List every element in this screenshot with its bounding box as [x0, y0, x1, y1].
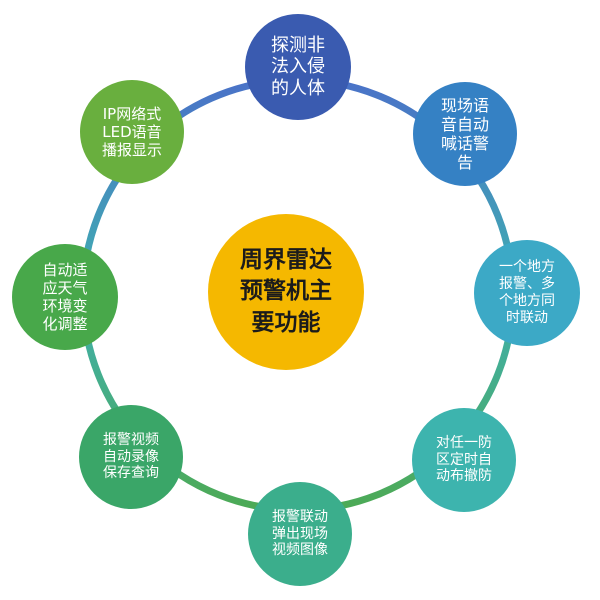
node-video-record-query: 报警视频 自动录像 保存查询 [79, 405, 183, 509]
node-voice-warning: 现场语 音自动 喊话警 告 [413, 82, 517, 186]
center-circle: 周界雷达 预警机主 要功能 [208, 214, 364, 370]
node-led-voice-display: IP网络式 LED语音 播报显示 [80, 80, 184, 184]
node-scheduled-arming: 对任一防 区定时自 动布撤防 [412, 408, 516, 512]
node-linked-video-popup: 报警联动 弹出现场 视频图像 [248, 482, 352, 586]
node-multi-area-alarm: 一个地方 报警、多 个地方同 时联动 [474, 240, 580, 346]
node-detect-intrusion: 探测非 法入侵 的人体 [245, 14, 351, 120]
center-title: 周界雷达 预警机主 要功能 [240, 247, 332, 336]
node-weather-adaptation: 自动适 应天气 环境变 化调整 [12, 244, 118, 350]
